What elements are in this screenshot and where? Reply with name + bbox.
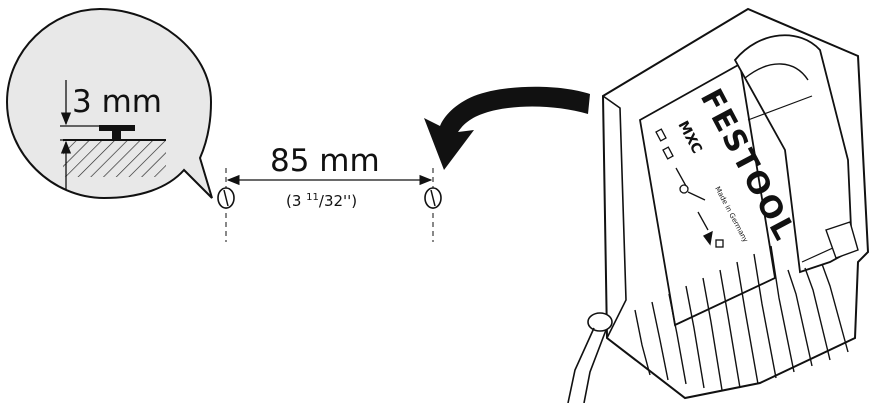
wall-surface-hatch xyxy=(63,141,166,177)
charger-device: FESTOOL MXC Made in Germany xyxy=(567,7,870,403)
depth-label: 3 mm xyxy=(72,84,162,120)
power-cable xyxy=(567,312,613,403)
screw-shank-icon xyxy=(112,131,121,141)
charger-ribs xyxy=(634,245,849,391)
spacing-imperial-label: (3 11/32'') xyxy=(286,192,357,210)
spacing-metric-label: 85 mm xyxy=(270,143,380,179)
charger-label-panel xyxy=(639,62,776,327)
screw-head-icon xyxy=(99,125,135,131)
battery-slot xyxy=(733,34,853,274)
right-screw-icon xyxy=(424,187,442,209)
status-indicator-icons xyxy=(655,128,724,248)
screw-spacing: 85 mm (3 11/32'') xyxy=(217,143,442,242)
left-screw-icon xyxy=(217,187,235,209)
mounting-direction-arrow-icon xyxy=(424,86,590,170)
screw-depth-callout: 3 mm xyxy=(5,7,213,200)
